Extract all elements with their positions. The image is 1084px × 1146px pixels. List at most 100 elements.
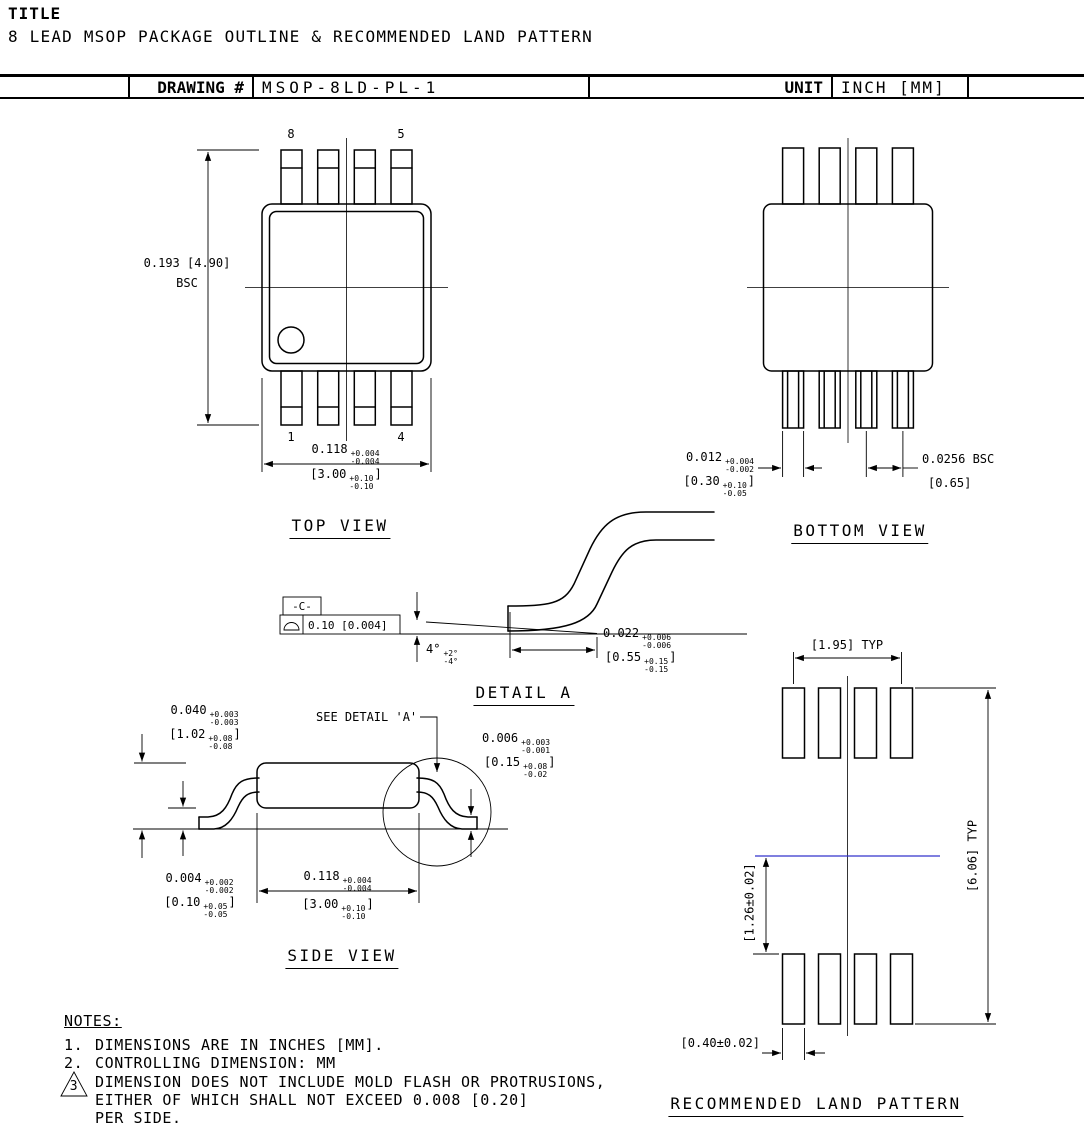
pin (781, 370, 805, 429)
pin (280, 149, 303, 205)
tolerance-stack: +0.10-0.10 (341, 904, 366, 921)
drawing-title: 8 LEAD MSOP PACKAGE OUTLINE & RECOMMENDE… (8, 27, 593, 46)
dim-standoff-mm: [0.10+0.05-0.05] (164, 895, 235, 919)
dim-body-length-mm: [3.00+0.10-0.10] (302, 897, 373, 921)
note-3-text-line3: PER SIDE. (95, 1109, 182, 1127)
dim-value: BSC (176, 276, 198, 290)
tolerance-stack: +0.10-0.05 (722, 481, 747, 498)
pin (855, 370, 878, 429)
note-3-number: 3 (69, 1079, 79, 1094)
pin (316, 149, 340, 205)
dim-suffix: ] (374, 467, 382, 481)
dim-suffix: ] (228, 895, 236, 909)
dim-top-view-height: 0.193 [4.90] BSC (144, 253, 231, 293)
dim-value: [3.00 (302, 897, 339, 911)
tolerance-stack: +0.003-0.003 (209, 710, 239, 727)
dim-lead-angle: 4°+2°-4° (426, 642, 459, 666)
dim-overall-height-inch: 0.040+0.003-0.003 (170, 703, 239, 727)
pin-number-5: 5 (397, 127, 405, 141)
pin (818, 147, 841, 205)
tolerance-stack: +2°-4° (443, 649, 458, 666)
note-flag-triangle (60, 1071, 88, 1097)
tolerance-stack: +0.004-0.002 (725, 457, 754, 474)
tolerance-stack: +0.002-0.002 (204, 878, 234, 895)
dim-suffix: ] (747, 474, 755, 488)
dim-value: [0.30 (683, 474, 720, 488)
pin1-indicator (277, 326, 305, 354)
land-pattern-drawing (753, 652, 996, 1060)
pin (855, 147, 878, 205)
dim-value: 0.193 [4.90] (143, 256, 231, 270)
dim-pad-width: [0.40±0.02] (680, 1036, 760, 1050)
dim-value: 0.022 (603, 626, 640, 640)
unit-value-text: INCH [MM] (841, 77, 946, 97)
dim-value: [0.55 (605, 650, 642, 664)
pin (353, 370, 377, 426)
unit-label: UNIT (590, 77, 833, 97)
lead-right-lower (416, 791, 478, 830)
pin (891, 370, 915, 429)
see-detail-a-label: SEE DETAIL 'A' (316, 710, 418, 724)
title-label: TITLE (8, 4, 62, 23)
dim-suffix: ] (366, 897, 374, 911)
gdt-symbol (283, 622, 300, 631)
lead-left-lower (198, 791, 260, 830)
land-pad (817, 953, 842, 1025)
tolerance-stack: +0.08-0.02 (523, 762, 548, 779)
datum-c-label: -C- (292, 600, 312, 613)
note-1-text: DIMENSIONS ARE IN INCHES [MM]. (95, 1036, 384, 1054)
tolerance-stack: +0.006-0.006 (642, 633, 672, 650)
notes-heading: NOTES: (64, 1012, 122, 1030)
dim-overall-vertical: [6.06] TYP (965, 819, 980, 893)
dim-value: 0.118 (303, 869, 340, 883)
dim-lead-thickness-inch: 0.006+0.003-0.001 (482, 731, 551, 755)
dim-pad-span-horizontal: [1.95] TYP (810, 638, 884, 652)
dim-suffix: ] (233, 727, 241, 741)
top-view-package (261, 149, 432, 426)
dim-pitch-inch: 0.0256 BSC (922, 452, 995, 466)
package-body-inner (268, 210, 425, 365)
top-view-centerlines (245, 138, 448, 441)
pin-number-8: 8 (287, 127, 295, 141)
dim-overall-height-mm: [1.02+0.08-0.08] (169, 727, 240, 751)
drawing-number-value-text: MSOP-8LD-PL-1 (262, 77, 440, 97)
land-pad (889, 687, 914, 759)
side-view-label: SIDE VIEW (285, 946, 399, 969)
tolerance-stack: +0.08-0.08 (208, 734, 233, 751)
dim-foot-length-inch: 0.022+0.006-0.006 (603, 626, 672, 650)
dim-value: [1.02 (169, 727, 206, 741)
dim-pitch-mm: [0.65] (928, 476, 972, 490)
tolerance-stack: +0.05-0.05 (203, 902, 228, 919)
bottom-view-package (762, 147, 934, 429)
detail-a-circle (382, 757, 492, 867)
dim-top-view-width-inch: 0.118+0.004-0.004 (311, 442, 380, 466)
note-3-text-line2: EITHER OF WHICH SHALL NOT EXCEED 0.008 [… (95, 1091, 529, 1109)
bottom-view-label: BOTTOM VIEW (791, 521, 929, 544)
dim-value: 0.040 (170, 703, 207, 717)
pin (390, 370, 413, 426)
fcf-value: 0.10 [0.004] (308, 619, 388, 632)
pin (781, 147, 805, 205)
unit-value: INCH [MM] (833, 77, 969, 97)
land-pad (781, 953, 806, 1025)
dim-value: [3.00 (310, 467, 347, 481)
dim-suffix: ] (548, 755, 556, 769)
lead-left-upper (198, 777, 260, 818)
dim-value: 0.006 (482, 731, 519, 745)
pin (280, 370, 303, 426)
package-body-outer (261, 203, 432, 372)
detail-a-drawing (279, 511, 747, 662)
package-body (762, 203, 934, 372)
tolerance-stack: +0.004-0.004 (342, 876, 372, 893)
drawing-number-label: DRAWING # (128, 77, 254, 97)
dim-value: [0.10 (164, 895, 201, 909)
tolerance-stack: +0.15-0.15 (644, 657, 669, 674)
tolerance-stack: +0.004-0.004 (350, 449, 380, 466)
feature-control-frame (279, 614, 401, 635)
land-pad (781, 687, 806, 759)
tolerance-stack: +0.10-0.10 (349, 474, 374, 491)
pin (818, 370, 841, 429)
land-pad (889, 953, 914, 1025)
